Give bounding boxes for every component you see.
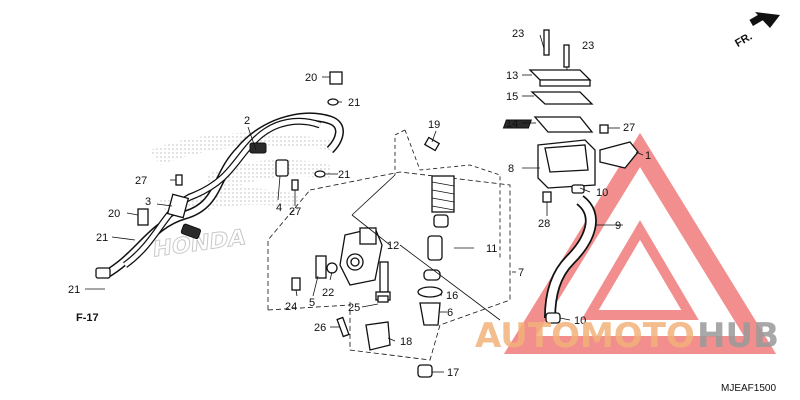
front-direction-indicator: FR. [733, 12, 780, 50]
callout-label: 11 [486, 243, 497, 255]
watermark-text-orange: AUTOMOTO [475, 316, 695, 356]
callout-label: 13 [506, 70, 518, 82]
callout-label: 14 [506, 118, 518, 130]
callout-label: 28 [538, 218, 550, 230]
callout-label: 20 [305, 72, 317, 84]
callout-label: 21 [68, 284, 80, 296]
assembly-outline-7 [309, 171, 511, 361]
callout-label: 18 [400, 336, 412, 348]
diaphragm-14 [533, 116, 594, 133]
master-cylinder [137, 71, 455, 378]
callout-label: 12 [387, 240, 399, 252]
callout-label: 10 [574, 315, 586, 327]
hose-9 [544, 195, 597, 319]
callout-label: 10 [596, 187, 608, 199]
callout-label: 23 [582, 40, 594, 52]
watermark-text: AUTOMOTO HUB [475, 316, 779, 356]
diagram-code: MJEAF1500 [721, 383, 776, 394]
callout-label: 1 [645, 150, 651, 162]
callout-label: 27 [135, 175, 147, 187]
callout-label: 3 [145, 196, 151, 208]
callout-label: 17 [447, 367, 459, 379]
reference-label: F-17 [76, 312, 99, 324]
callout-labels: 1 2 3 4 5 6 7 8 9 10 10 11 12 13 14 15 1… [68, 28, 651, 379]
callout-label: 5 [309, 297, 315, 309]
callout-label: 21 [348, 97, 360, 109]
assembly-outline-11 [394, 129, 501, 260]
callout-label: 2 [244, 115, 250, 127]
callout-label: 4 [276, 202, 282, 214]
callout-label: 15 [506, 91, 518, 103]
callout-label: 22 [322, 287, 334, 299]
callout-label: 21 [338, 169, 350, 181]
callout-label: 21 [96, 232, 108, 244]
callout-label: 16 [446, 290, 458, 302]
callout-label: 23 [512, 28, 524, 40]
callout-label: 27 [289, 206, 301, 218]
callout-label: 7 [518, 267, 524, 279]
callout-label: 26 [314, 322, 326, 334]
reservoir-plate-15 [530, 91, 594, 105]
clevis-18 [365, 321, 391, 351]
leader-lines [85, 74, 644, 373]
boot-6 [419, 302, 441, 326]
reservoir-cap-13 [528, 69, 592, 81]
watermark-text-gray: HUB [697, 316, 779, 356]
hose-2 [95, 112, 344, 279]
callout-label: 25 [348, 302, 360, 314]
reservoir-assembly [502, 29, 639, 324]
assembly-outline-5 [267, 189, 351, 311]
callout-label: 20 [108, 208, 120, 220]
callout-label: 9 [615, 220, 621, 232]
reservoir-bracket-1 [599, 141, 639, 169]
callout-label: 27 [623, 122, 635, 134]
front-label: FR. [733, 31, 754, 50]
callout-label: 24 [285, 301, 297, 313]
watermark-triangle-inner [581, 220, 699, 320]
callout-label: 8 [508, 163, 514, 175]
callout-label: 19 [428, 119, 440, 131]
callout-label: 6 [447, 307, 453, 319]
